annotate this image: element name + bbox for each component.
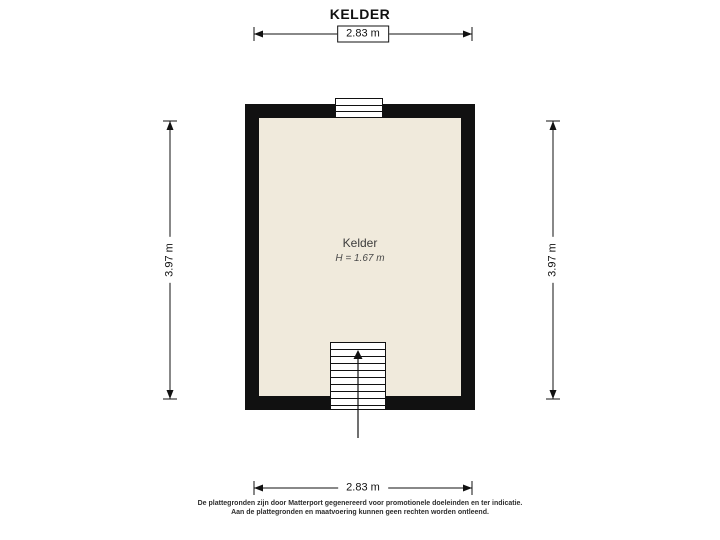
dimension-left-label: 3.97 m [162, 237, 178, 283]
disclaimer-line-2: Aan de plattegronden en maatvoering kunn… [231, 509, 489, 516]
window-icon [335, 98, 383, 118]
dimension-bottom: 2.83 m [253, 478, 473, 498]
dimension-top-label: 2.83 m [337, 25, 389, 43]
disclaimer: De plattegronden zijn door Matterport ge… [0, 499, 720, 517]
dimension-bottom-label: 2.83 m [338, 480, 388, 496]
page-title: KELDER [329, 6, 391, 22]
dimension-right: 3.97 m [543, 120, 563, 400]
dimension-top: 2.83 m [253, 24, 473, 44]
stairs-direction-arrow-icon [353, 350, 363, 438]
window-pane-line [336, 105, 382, 106]
window-pane-line [336, 111, 382, 112]
dimension-right-label: 3.97 m [545, 237, 561, 283]
disclaimer-line-1: De plattegronden zijn door Matterport ge… [197, 500, 523, 507]
room-label-block: Kelder H = 1.67 m [259, 236, 461, 264]
dimension-left: 3.97 m [160, 120, 180, 400]
room-height: H = 1.67 m [335, 253, 385, 264]
room-name: Kelder [342, 236, 378, 250]
floorplan-kelder: Kelder H = 1.67 m [245, 98, 475, 438]
